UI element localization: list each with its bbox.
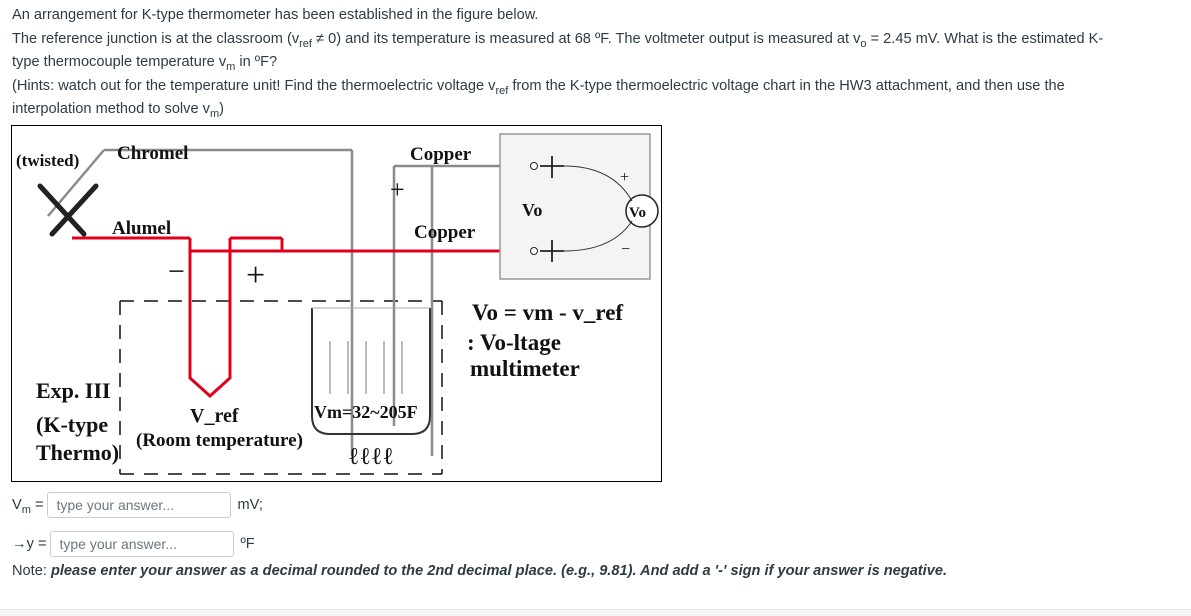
equation-line-2: : Vo-ltage bbox=[467, 330, 561, 355]
vm-answer-input[interactable] bbox=[47, 492, 232, 518]
vm-label: Vm = bbox=[12, 497, 44, 516]
label-plus-copper: + bbox=[390, 175, 405, 204]
question-line-1: An arrangement for K-type thermometer ha… bbox=[12, 7, 539, 23]
equation-line-1: Vo = vm - v_ref bbox=[472, 300, 623, 325]
label-meter-minus: − bbox=[621, 241, 630, 258]
label-copper-bottom: Copper bbox=[414, 222, 476, 243]
answer-row-vm: Vm = mV; bbox=[12, 492, 263, 518]
vref-junction-loop bbox=[188, 238, 232, 399]
beaker-liquid-lines bbox=[329, 341, 403, 394]
label-plus-ref: + bbox=[246, 257, 265, 294]
voltmeter-box bbox=[499, 133, 651, 280]
y-answer-input[interactable] bbox=[50, 531, 235, 557]
terminal-marks bbox=[540, 156, 564, 262]
label-ktype: (K-type bbox=[36, 412, 108, 437]
terminal-bottom bbox=[530, 247, 538, 255]
red-wires bbox=[72, 236, 500, 399]
question-line-3: type thermocouple temperature vm in ºF? bbox=[12, 54, 278, 73]
reference-dashed-box bbox=[119, 300, 443, 475]
note-text: Note: please enter your answer as a deci… bbox=[12, 563, 948, 579]
question-line-5: interpolation method to solve vm) bbox=[12, 101, 224, 120]
gray-wires bbox=[47, 148, 500, 456]
label-thermo: Thermo) bbox=[36, 440, 119, 465]
vm-unit: mV; bbox=[237, 497, 263, 513]
y-label: →y = bbox=[12, 536, 47, 552]
label-chromel: Chromel bbox=[117, 143, 188, 164]
question-line-4: (Hints: watch out for the temperature un… bbox=[12, 77, 1065, 97]
label-minus-ref: − bbox=[168, 255, 185, 288]
beaker bbox=[311, 307, 431, 435]
label-vref: V_ref bbox=[190, 405, 239, 427]
equation-line-3: multimeter bbox=[470, 356, 580, 381]
label-vo: Vo bbox=[522, 200, 542, 220]
heat-source-icon: ℓℓℓℓ bbox=[348, 444, 394, 470]
thermocouple-diagram: (twisted) Chromel Alumel Copper Copper +… bbox=[16, 133, 659, 475]
label-exp: Exp. III bbox=[36, 378, 111, 403]
label-alumel: Alumel bbox=[112, 218, 171, 239]
label-copper-top: Copper bbox=[410, 144, 472, 165]
label-vo-meter: Vo bbox=[629, 205, 646, 221]
label-vm-range: Vm=32~205F bbox=[314, 402, 418, 422]
footer-divider bbox=[0, 609, 1191, 616]
voltmeter-circle bbox=[625, 194, 659, 228]
twisted-junction bbox=[37, 183, 99, 237]
question-line-2: The reference junction is at the classro… bbox=[12, 30, 1104, 50]
answer-row-y: →y = ºF bbox=[12, 531, 255, 557]
terminal-top bbox=[530, 162, 538, 170]
label-meter-plus: + bbox=[620, 169, 629, 186]
thermocouple-figure: (twisted) Chromel Alumel Copper Copper +… bbox=[11, 125, 662, 482]
label-room-temp: (Room temperature) bbox=[136, 430, 303, 451]
y-unit: ºF bbox=[240, 536, 255, 552]
label-twisted: (twisted) bbox=[16, 151, 79, 170]
question-text: An arrangement for K-type thermometer ha… bbox=[12, 4, 1182, 122]
